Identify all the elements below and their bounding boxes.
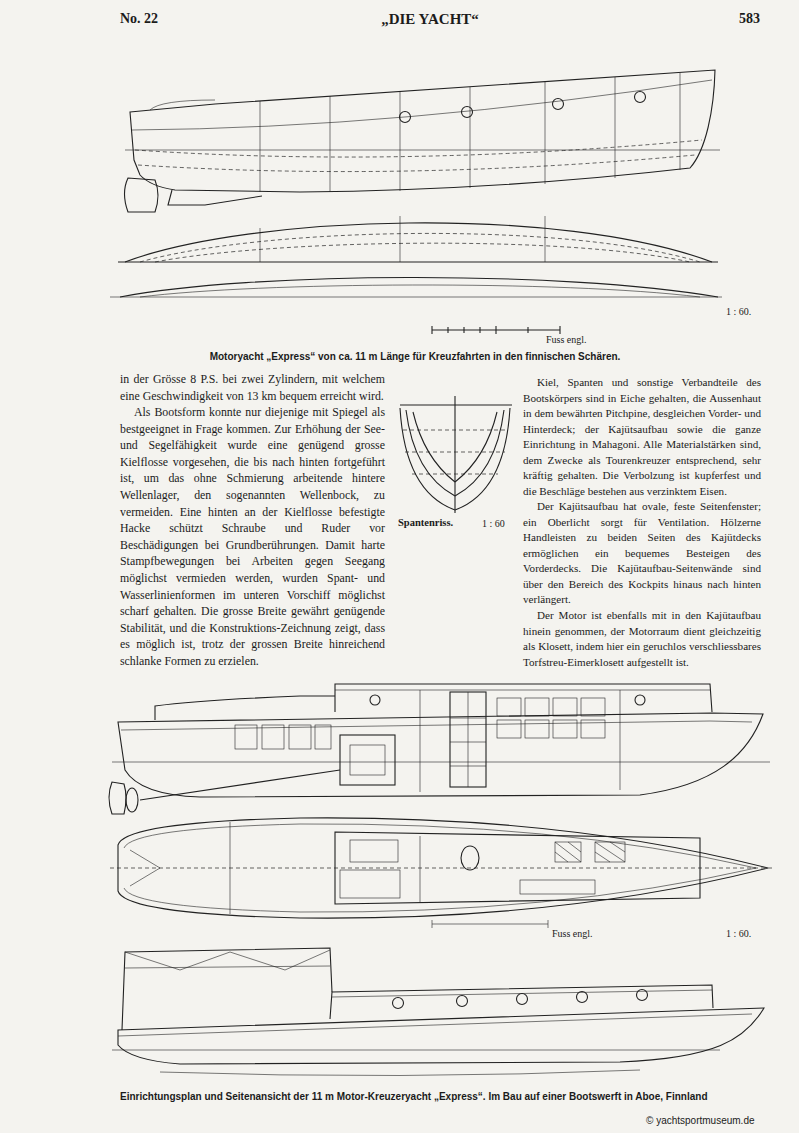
- body-paragraph: Kiel, Spanten und sonstige Verbandteile …: [523, 375, 761, 499]
- page-number: 583: [739, 11, 760, 28]
- figure-label: Spantenriss.: [398, 517, 453, 530]
- running-title: „DIE YACHT“: [381, 10, 479, 28]
- body-paragraph: in der Grösse 8 P.S. bei zwei Zylindern,…: [120, 371, 385, 404]
- figure-caption: Einrichtungsplan und Seitenansicht der 1…: [120, 1091, 708, 1103]
- scale-bar: [432, 326, 560, 334]
- body-plan: [400, 396, 512, 513]
- body-paragraph: Als Bootsform konnte nur diejenige mit S…: [120, 404, 385, 670]
- side-elevation: [112, 948, 764, 1076]
- lines-profile: [125, 70, 721, 212]
- scale-label: 1 : 60: [482, 518, 505, 530]
- arrangement-plan: [110, 818, 775, 918]
- body-paragraph: Der Motor ist ebenfalls mit in den Kajüt…: [523, 608, 761, 670]
- issue-number: No. 22: [120, 11, 158, 28]
- body-paragraph: Der Kajütsaufbau hat ovale, feste Seiten…: [523, 499, 761, 608]
- scale-label: 1 : 60.: [726, 306, 751, 318]
- unit-label: Fuss engl.: [552, 928, 593, 940]
- figure-caption: Motoryacht „Express“ von ca. 11 m Länge …: [210, 351, 621, 363]
- scale-label: 1 : 60.: [726, 928, 751, 940]
- half-breadth-plan: [110, 216, 722, 297]
- arrangement-profile: [109, 684, 770, 814]
- watermark: © yachtsportmuseum.de: [646, 1115, 755, 1127]
- unit-label: Fuss engl.: [546, 334, 587, 346]
